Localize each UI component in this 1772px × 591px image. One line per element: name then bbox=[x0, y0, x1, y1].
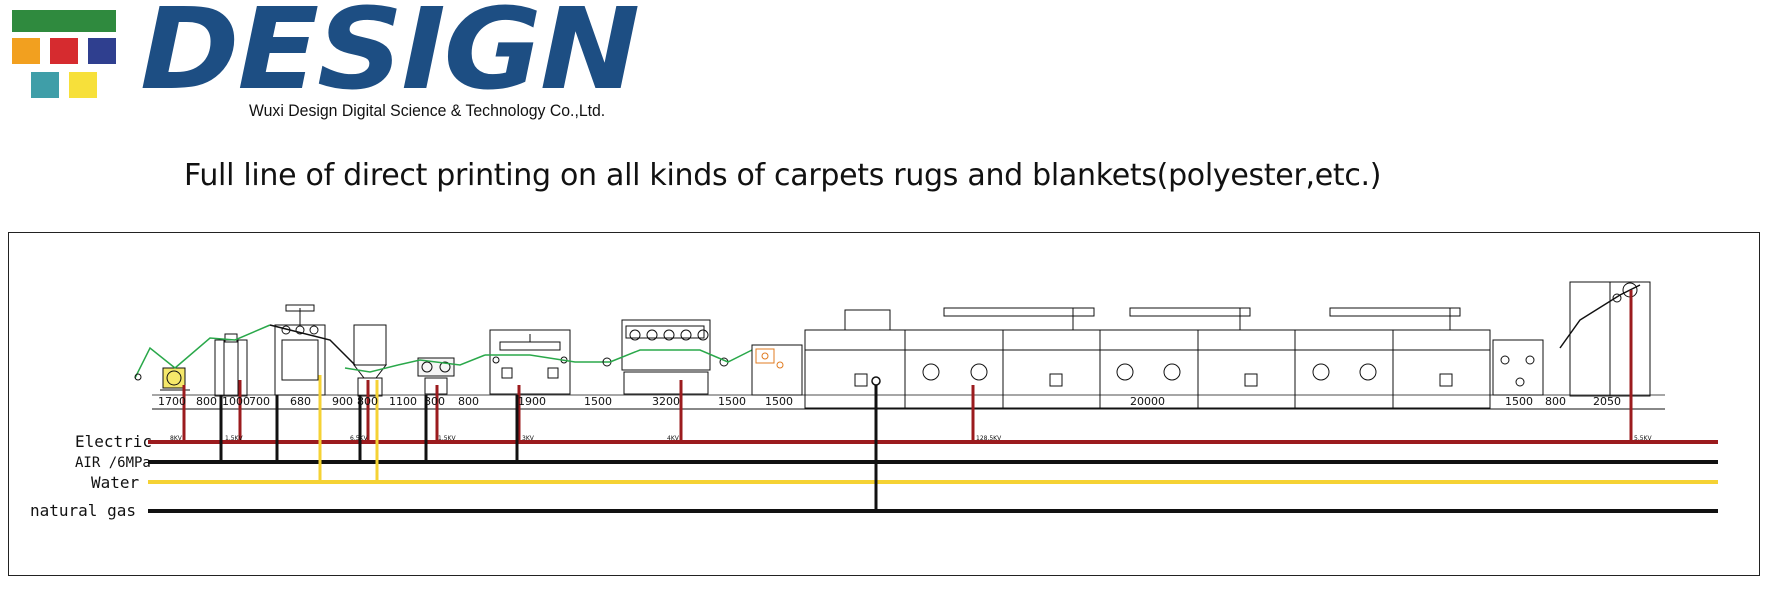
gas-label: natural gas bbox=[30, 501, 136, 520]
power-label: 4KV bbox=[667, 435, 680, 442]
power-label: 1.5KV bbox=[438, 435, 456, 442]
dimension-label: 1900 bbox=[518, 395, 546, 408]
brand-wordmark: DESIGN bbox=[140, 0, 640, 115]
power-label: 5.5KV bbox=[1634, 435, 1652, 442]
power-labels: 8KV 1.5KV 6.5KV 1.5KV 3KV 4KV 128.5KV 5.… bbox=[170, 435, 1652, 442]
water-drops bbox=[318, 375, 379, 482]
air-label: AIR /6MPa bbox=[75, 455, 151, 471]
headline: Full line of direct printing on all kind… bbox=[184, 158, 1382, 193]
logo-teal-square bbox=[31, 72, 59, 98]
washing-unit bbox=[485, 329, 610, 395]
gas-connection bbox=[871, 376, 881, 386]
dryer-oven bbox=[804, 307, 1491, 409]
dimension-labels: 1700 800 1000 700 680 900 800 1100 800 8… bbox=[158, 395, 1621, 408]
printing-unit bbox=[602, 319, 753, 395]
dimension-label: 800 bbox=[1545, 395, 1566, 408]
unwinder bbox=[134, 346, 190, 391]
diagram-frame bbox=[8, 232, 1760, 576]
hopper-unit bbox=[344, 324, 399, 397]
water-label: Water bbox=[91, 473, 140, 492]
power-label: 8KV bbox=[170, 435, 183, 442]
batching-unit bbox=[1559, 281, 1651, 397]
utility-lines bbox=[148, 440, 1718, 513]
power-label: 6.5KV bbox=[350, 435, 368, 442]
logo-red-square bbox=[50, 38, 78, 64]
electric-drops bbox=[182, 290, 1633, 442]
air-drops bbox=[219, 395, 519, 462]
dimension-label: 900 bbox=[332, 395, 353, 408]
logo-blue-square bbox=[88, 38, 116, 64]
logo-mark bbox=[12, 10, 116, 102]
dimension-label: 3200 bbox=[652, 395, 680, 408]
padder-unit bbox=[397, 354, 486, 395]
dimension-label: 800 bbox=[458, 395, 479, 408]
dimension-label: 1500 bbox=[718, 395, 746, 408]
power-label: 1.5KV bbox=[225, 435, 243, 442]
exit-unit bbox=[1492, 339, 1544, 396]
press-unit bbox=[269, 304, 356, 396]
power-label: 128.5KV bbox=[976, 435, 1002, 442]
tension-frame bbox=[174, 324, 271, 397]
dimension-label: 800 bbox=[357, 395, 378, 408]
dimension-label: 20000 bbox=[1130, 395, 1165, 408]
power-label: 3KV bbox=[522, 435, 535, 442]
dimension-label: 700 bbox=[249, 395, 270, 408]
dryer-entry bbox=[751, 344, 803, 396]
dimension-label: 1100 bbox=[389, 395, 417, 408]
logo-yellow-square bbox=[69, 72, 97, 98]
dimension-label: 1500 bbox=[765, 395, 793, 408]
company-name: Wuxi Design Digital Science & Technology… bbox=[249, 101, 606, 120]
dimension-label: 1500 bbox=[584, 395, 612, 408]
dimension-label: 2050 bbox=[1593, 395, 1621, 408]
dimension-label: 800 bbox=[424, 395, 445, 408]
logo-orange-square bbox=[12, 38, 40, 64]
electric-label: Electric bbox=[75, 432, 152, 451]
dimension-label: 800 bbox=[196, 395, 217, 408]
dimension-label: 1700 bbox=[158, 395, 186, 408]
dimension-label: 680 bbox=[290, 395, 311, 408]
dimension-label: 1000 bbox=[222, 395, 250, 408]
dimension-label: 1500 bbox=[1505, 395, 1533, 408]
logo-green-bar bbox=[12, 10, 116, 32]
